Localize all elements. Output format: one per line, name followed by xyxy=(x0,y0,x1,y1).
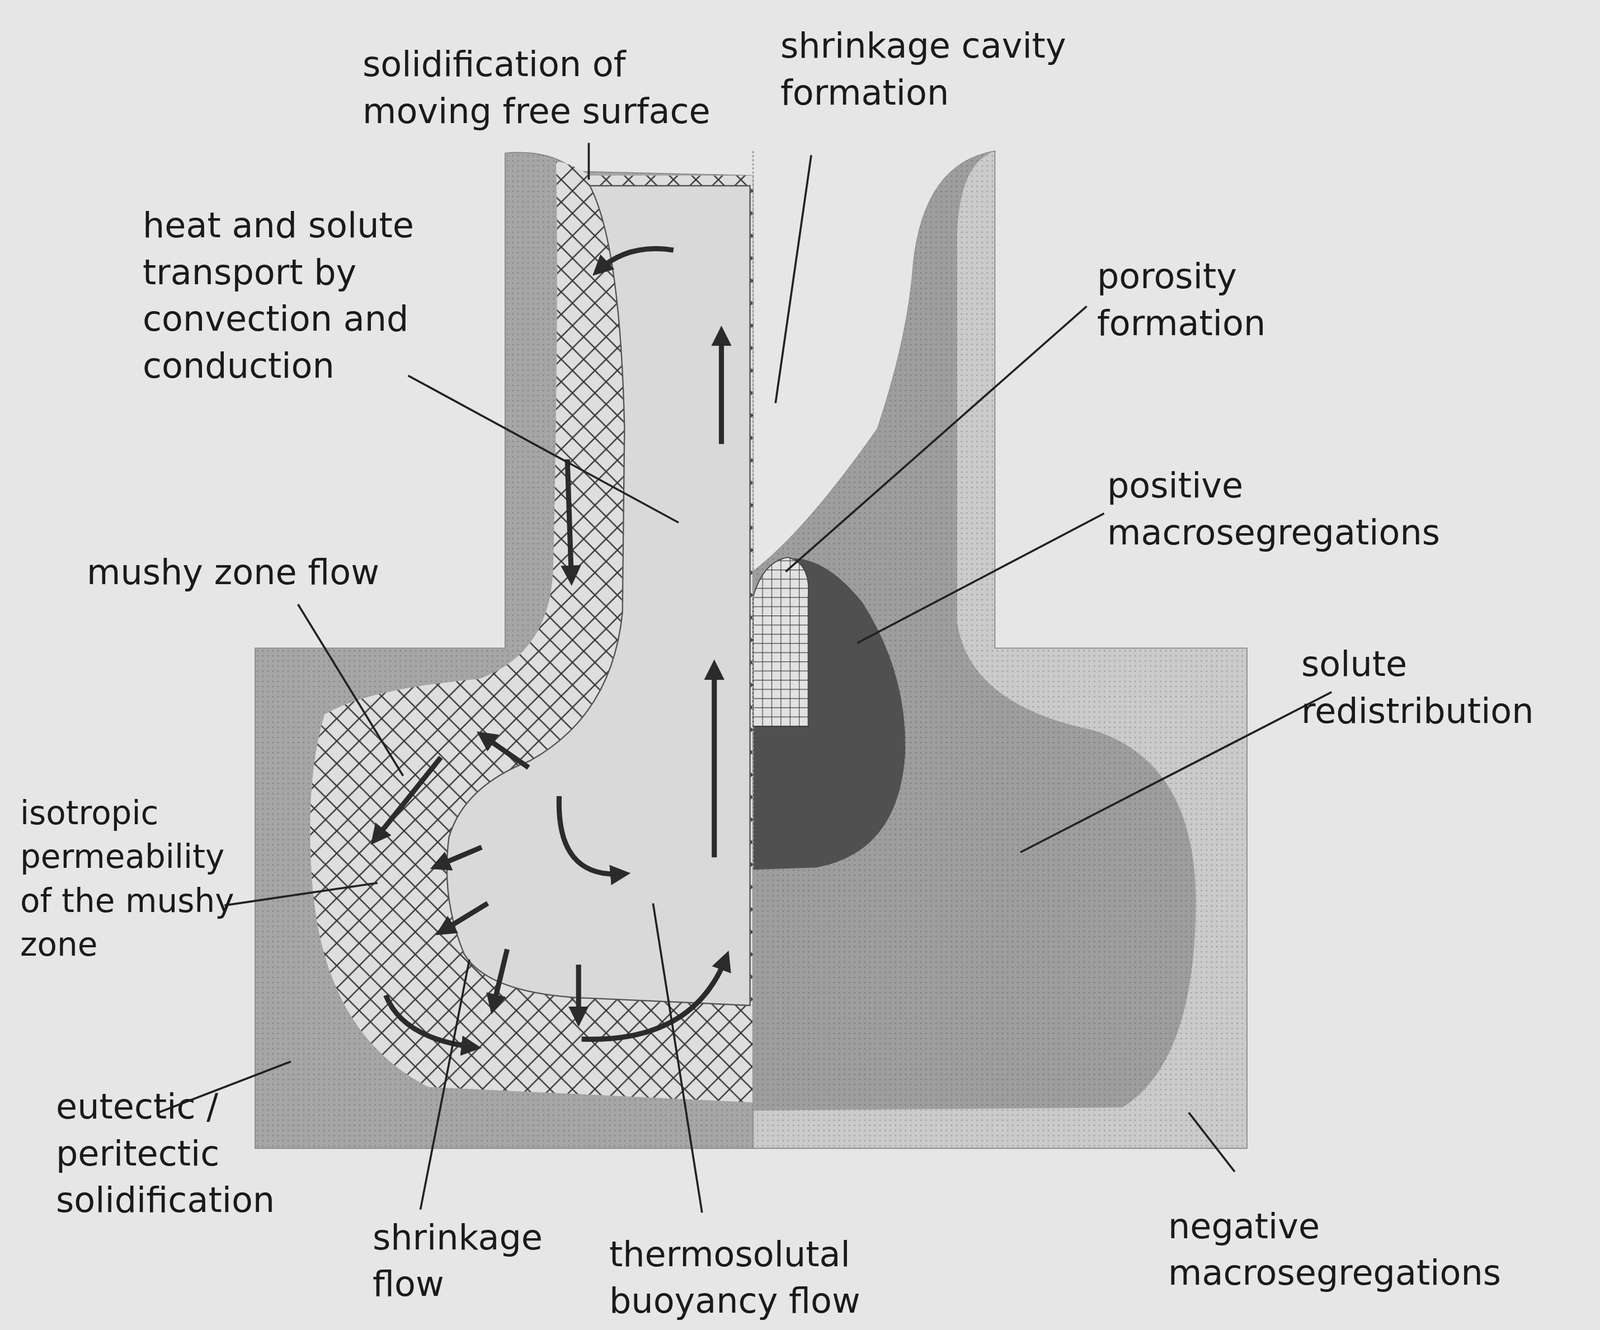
callout-label: isotropic permeability of the mushy zone xyxy=(20,791,256,967)
leader-line xyxy=(1020,692,1332,853)
callout-label: porosity formation xyxy=(1097,252,1321,347)
leader-line xyxy=(775,154,812,403)
leader-line xyxy=(857,513,1104,644)
callout-label: heat and solute transport by convection … xyxy=(142,201,501,390)
callout-label: eutectic / peritectic solidification xyxy=(55,1083,336,1224)
flow-arrow xyxy=(435,846,482,867)
flow-arrow xyxy=(576,964,582,1021)
flow-arrow xyxy=(440,902,488,932)
flow-arrow xyxy=(567,459,572,580)
callout-label: mushy zone flow xyxy=(86,548,490,596)
leader-line xyxy=(587,142,591,180)
callout-label: thermosolutal buoyancy flow xyxy=(609,1230,901,1325)
symmetry-line xyxy=(752,151,755,1148)
callout-label: solute redistribution xyxy=(1301,640,1593,734)
flow-arrow xyxy=(581,956,727,1039)
negative-macrosegregation-region xyxy=(753,151,1247,1148)
leader-line xyxy=(224,882,378,906)
porosity-region xyxy=(753,557,809,727)
leader-line xyxy=(1188,1112,1235,1172)
flow-arrow xyxy=(558,796,625,874)
flow-arrow xyxy=(481,734,529,767)
flow-arrow xyxy=(718,331,724,445)
flow-arrow xyxy=(492,949,508,1009)
callout-label: shrinkage flow xyxy=(372,1213,586,1308)
leader-line xyxy=(785,306,1087,572)
leader-line xyxy=(652,902,703,1213)
callout-label: negative macrosegregations xyxy=(1168,1202,1571,1297)
leader-line xyxy=(408,375,679,523)
flow-arrow xyxy=(711,665,717,858)
flow-arrow xyxy=(374,757,441,841)
leader-line xyxy=(420,959,470,1210)
negative-texture xyxy=(753,151,1247,1148)
leader-line xyxy=(298,604,404,776)
callout-label: positive macrosegregations xyxy=(1107,462,1499,556)
flow-arrow xyxy=(385,995,476,1048)
flow-arrow xyxy=(596,248,674,272)
callout-label: shrinkage cavity formation xyxy=(780,22,1117,116)
callout-label: solidification of moving free surface xyxy=(362,40,766,135)
liquid-region xyxy=(446,185,751,1006)
flow-arrows xyxy=(374,248,727,1047)
